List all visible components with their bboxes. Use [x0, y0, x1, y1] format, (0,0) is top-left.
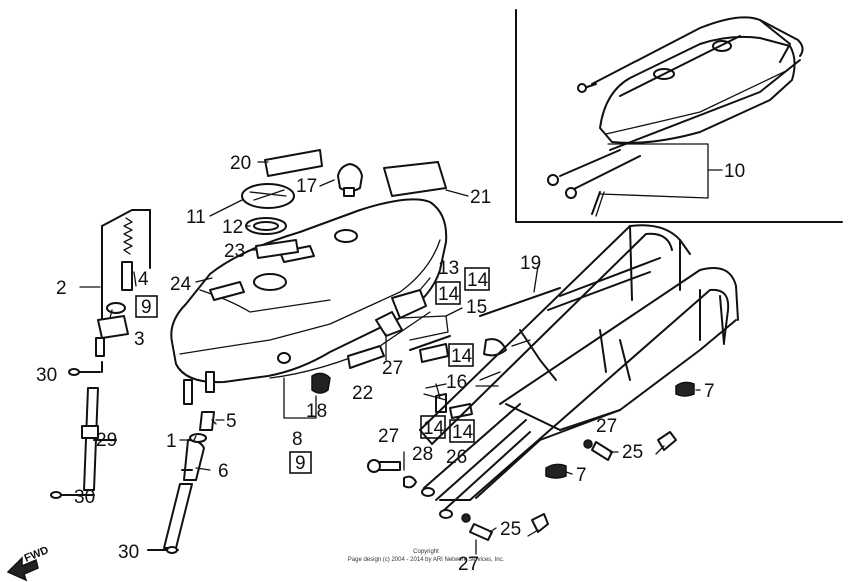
callout-14-box: [448, 343, 474, 367]
callout-14: 14: [438, 284, 460, 305]
callout-2: 2: [56, 278, 67, 299]
callout-14-box: [420, 415, 446, 439]
callout-labels: 20 17 21 11 12 23 24 2 4 9 3 30 29 30 30…: [36, 153, 745, 575]
callout-27: 27: [458, 554, 479, 575]
forward-direction-indicator: [6, 556, 39, 582]
copyright-title: Copyright: [413, 549, 439, 555]
callout-3: 3: [134, 329, 145, 350]
callout-7: 7: [704, 381, 715, 402]
callout-16: 16: [446, 372, 467, 393]
callout-27: 27: [378, 426, 399, 447]
callout-14: 14: [467, 270, 489, 291]
callout-5: 5: [226, 411, 237, 432]
fuel-hoses: [50, 368, 225, 554]
tank-pad: [383, 161, 447, 197]
callout-10: 10: [724, 161, 745, 182]
grommet-18: [283, 372, 331, 419]
callout-9: 9: [141, 297, 152, 318]
callout-14: 14: [452, 422, 474, 443]
callout-19: 19: [520, 253, 541, 274]
callout-9-box: [135, 295, 158, 318]
luggage-rack: [409, 224, 739, 519]
callout-24: 24: [170, 274, 192, 295]
leader-lines: [193, 161, 701, 555]
fuel-sensor-cap: [337, 163, 363, 192]
assembled-view-inset: [515, 9, 843, 223]
callout-14: 14: [451, 346, 473, 367]
fuel-hose-6: [163, 483, 193, 549]
callout-29: 29: [96, 430, 117, 451]
callout-27: 27: [596, 416, 617, 437]
callout-22: 22: [352, 383, 373, 404]
callout-30: 30: [118, 542, 139, 563]
callout-11: 11: [186, 207, 206, 228]
callout-9: 9: [295, 453, 306, 474]
callout-12: 12: [222, 217, 243, 238]
callout-20: 20: [230, 153, 251, 174]
callout-30: 30: [74, 487, 95, 508]
forward-arrow-icon: [6, 556, 39, 582]
callout-17: 17: [296, 176, 317, 197]
callout-14-box: [435, 281, 461, 305]
callout-4: 4: [138, 269, 149, 290]
callout-9-box: [289, 451, 312, 474]
callout-18: 18: [306, 401, 327, 422]
callout-27: 27: [382, 358, 403, 379]
callout-23: 23: [224, 241, 245, 262]
mounting-bracket-parts: [347, 289, 507, 489]
callout-8: 8: [292, 429, 303, 450]
callout-1: 1: [166, 431, 177, 452]
copyright-notice: Page design (c) 2004 - 2014 by ARI Netwo…: [348, 557, 505, 563]
callout-7: 7: [576, 465, 587, 486]
callout-28: 28: [412, 444, 433, 465]
callout-30: 30: [36, 365, 57, 386]
callout-13: 13: [438, 258, 459, 279]
fuel-tank: [170, 198, 448, 405]
callout-25: 25: [622, 442, 643, 463]
callout-6: 6: [218, 461, 229, 482]
rack-hardware: [461, 381, 695, 541]
callout-14-box: [449, 419, 475, 443]
callout-25: 25: [500, 519, 521, 540]
callout-14-box: [464, 267, 490, 291]
callout-15: 15: [466, 297, 487, 318]
callout-21: 21: [470, 187, 491, 208]
filler-cap-parts: [241, 149, 447, 259]
callout-14: 14: [423, 418, 445, 439]
cap-emblem-sticker: [264, 149, 323, 177]
rubber-band-22: [347, 345, 385, 369]
callout-26: 26: [446, 447, 467, 468]
fuel-valve-assembly: [79, 209, 151, 373]
